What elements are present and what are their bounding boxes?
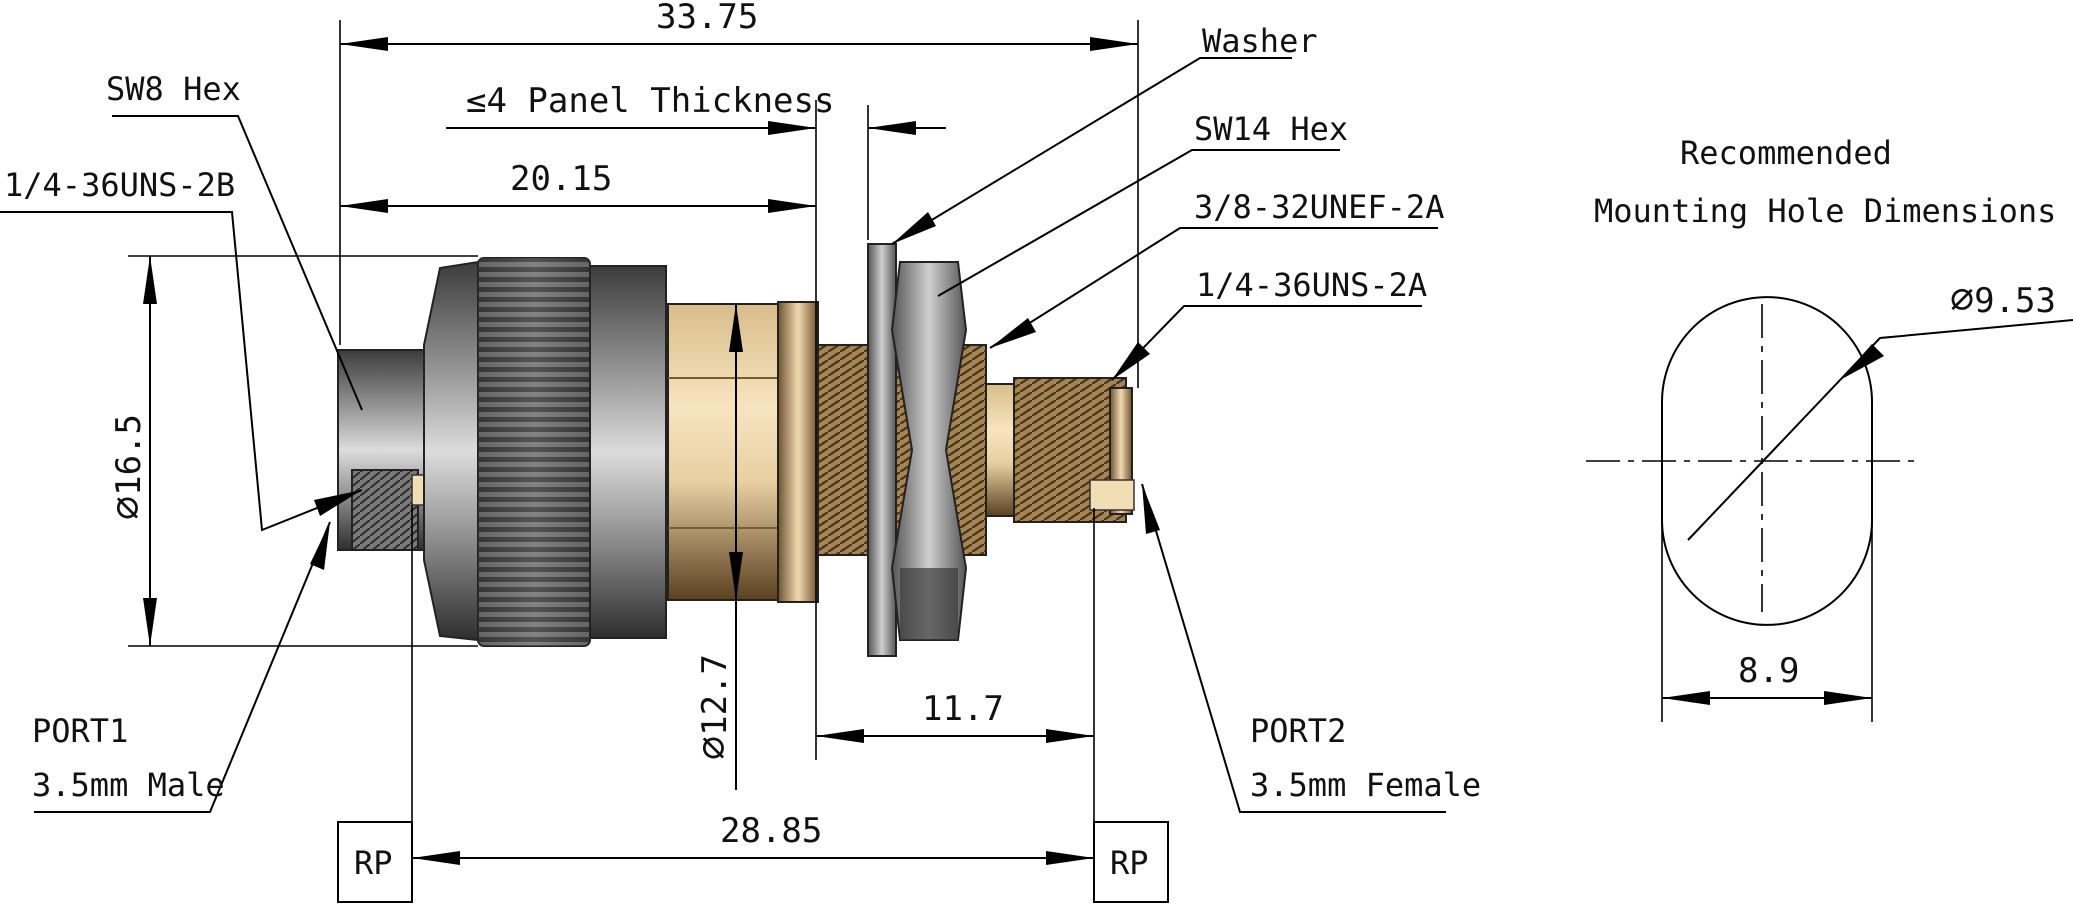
sw8-hex-label: SW8 Hex: [106, 70, 241, 108]
port1-thread: [351, 469, 419, 551]
port1-type-label: 3.5mm Male: [32, 766, 225, 804]
brass-hex-body: [667, 303, 779, 601]
ref-plane-dim: 28.85: [720, 811, 822, 851]
port1-thread-label: 1/4-36UNS-2B: [4, 166, 235, 204]
washer: [867, 243, 897, 657]
rp-right-label: RP: [1110, 844, 1149, 882]
body-diameter-dim: ⌀16.5: [104, 414, 150, 520]
brass-flange: [777, 301, 819, 603]
svg-text:⌀12.7: ⌀12.7: [690, 654, 736, 760]
connector-body: [337, 243, 1135, 657]
coupling-taper: [423, 260, 479, 642]
port2-name-label: PORT2: [1250, 712, 1346, 750]
svg-text:⌀9.53: ⌀9.53: [1950, 276, 2056, 322]
svg-text:⌀16.5: ⌀16.5: [104, 414, 150, 520]
bulkhead-thread-label: 3/8-32UNEF-2A: [1194, 188, 1444, 226]
mount-flat-dim: 8.9: [1738, 651, 1799, 691]
rear-length-dim: 11.7: [922, 689, 1004, 729]
neck: [985, 383, 1015, 517]
inner-diameter-dim: ⌀12.7: [690, 654, 736, 760]
mounting-title-line2: Mounting Hole Dimensions: [1594, 192, 2056, 230]
rp-box-right: [1093, 821, 1169, 903]
leader-lines: [0, 57, 1446, 813]
port1-name-label: PORT1: [32, 712, 128, 750]
port2-type-label: 3.5mm Female: [1250, 766, 1481, 804]
panel-thickness-dim: ≤4 Panel Thickness: [466, 81, 834, 121]
mount-diameter-dim: ⌀9.53: [1950, 276, 2056, 322]
port2-pin: [1089, 479, 1135, 511]
rp-box-left: [337, 821, 413, 903]
mounting-title-line1: Recommended: [1680, 134, 1892, 172]
to-panel-dim: 20.15: [510, 159, 612, 199]
rp-left-label: RP: [354, 844, 393, 882]
mounting-hole-view: Recommended Mounting Hole Dimensions ⌀9.…: [1586, 134, 2073, 722]
port2-thread-label: 1/4-36UNS-2A: [1196, 266, 1427, 304]
dimension-lines: [128, 20, 1169, 903]
sw14-hex-label: SW14 Hex: [1194, 110, 1348, 148]
washer-label: Washer: [1202, 22, 1318, 60]
overall-length-dim: 33.75: [656, 0, 758, 37]
drawing-labels: 33.75 ≤4 Panel Thickness 20.15 11.7 28.8…: [4, 0, 1481, 882]
body-sleeve: [589, 265, 667, 639]
